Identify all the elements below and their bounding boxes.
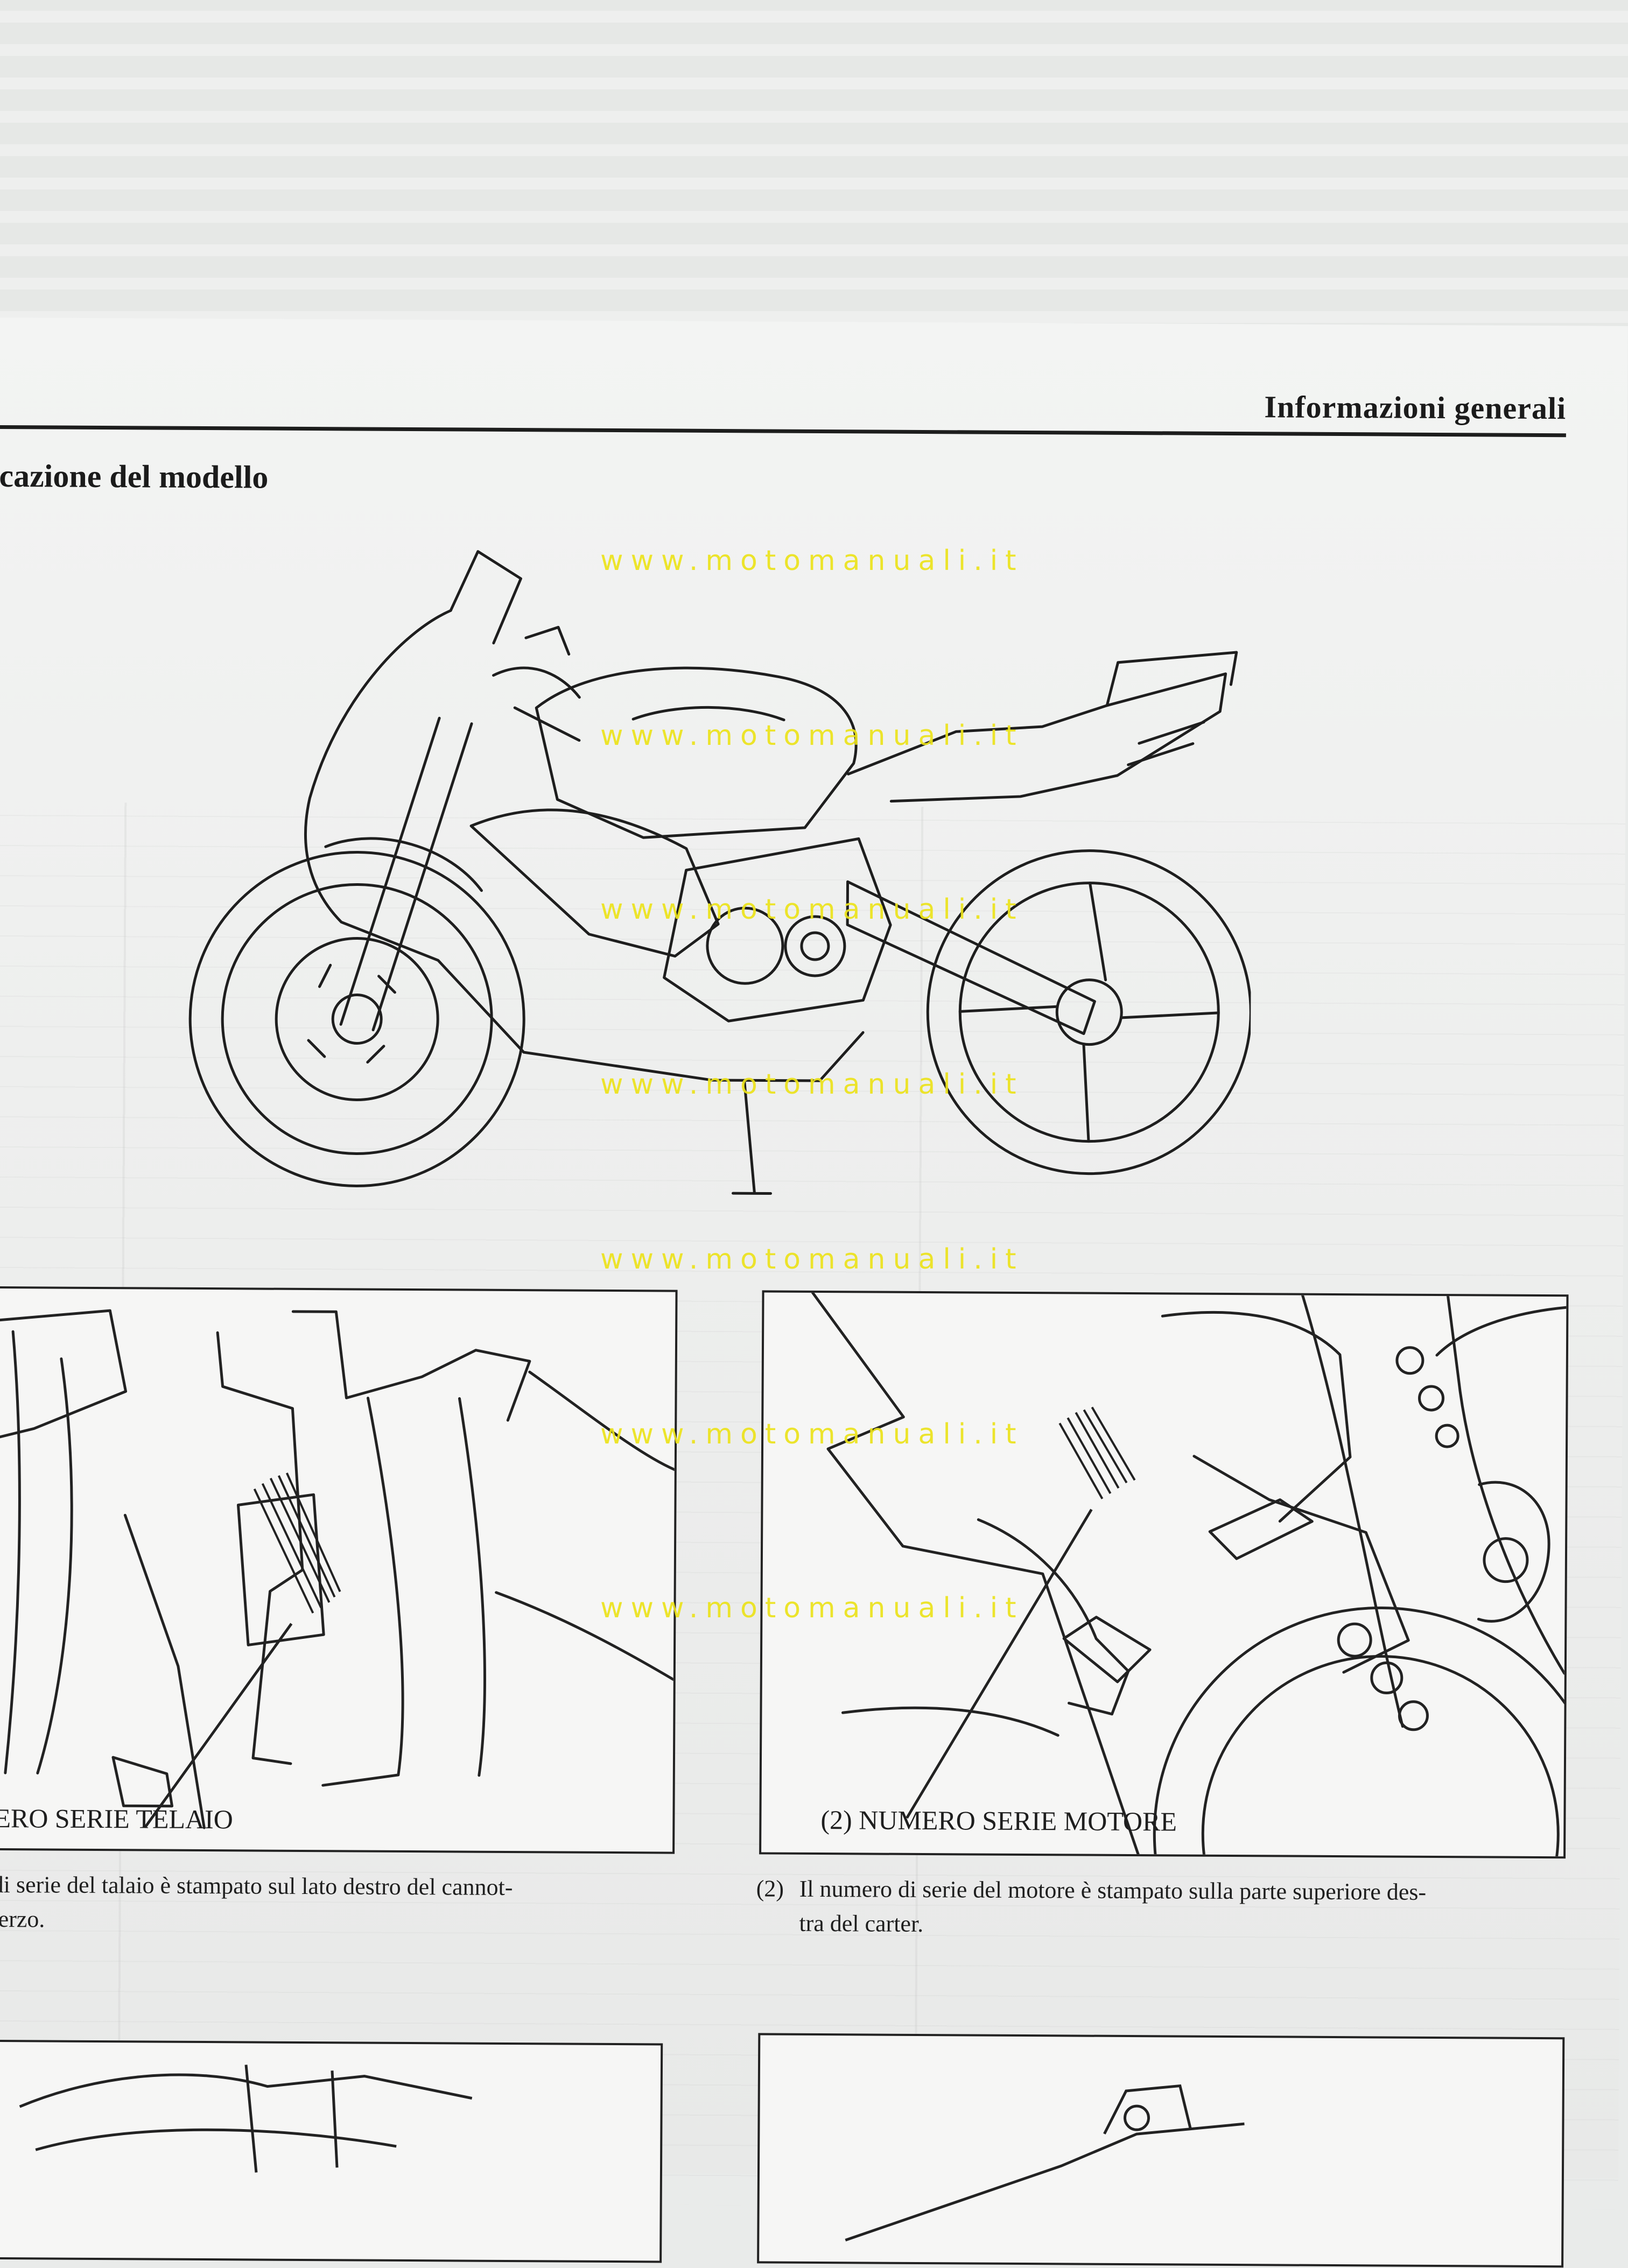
lower-right-figure — [757, 2033, 1565, 2268]
watermark-5: www.motomanuali.it — [600, 1243, 1024, 1276]
engine-serial-caption: (2) NUMERO SERIE MOTORE — [820, 1805, 1177, 1837]
section-title: cazione del modello — [0, 457, 269, 495]
frame-serial-note: di serie del talaio è stampato sul lato … — [0, 1868, 681, 1940]
frame-serial-figure: ERO SERIE TELAIO — [0, 1286, 678, 1854]
manual-page: Informazioni generali cazione del modell… — [0, 318, 1628, 2268]
lower-left-illustration — [19, 2065, 473, 2173]
watermark-4: www.motomanuali.it — [600, 1068, 1024, 1101]
engine-serial-note-line2: tra del carter. — [799, 1910, 924, 1938]
lower-right-illustration — [845, 2084, 1245, 2242]
frame-serial-caption: ERO SERIE TELAIO — [0, 1802, 234, 1835]
lower-left-figure — [0, 2039, 663, 2263]
frame-serial-note-line2: terzo. — [0, 1905, 45, 1933]
engine-serial-note-line1: (2) Il numero di serie del motore è stamp… — [756, 1871, 1564, 1910]
engine-serial-illustration — [811, 1292, 1567, 1857]
watermark-1: www.motomanuali.it — [600, 545, 1024, 577]
watermark-6: www.motomanuali.it — [600, 1418, 1024, 1450]
header-rule — [0, 425, 1566, 438]
watermark-3: www.motomanuali.it — [600, 893, 1024, 926]
background-surface — [0, 0, 1628, 344]
engine-serial-note: (2) Il numero di serie del motore è stamp… — [756, 1871, 1564, 1945]
page-header-title: Informazioni generali — [1264, 389, 1567, 426]
engine-serial-note-number: (2) — [756, 1875, 784, 1902]
engine-serial-note-text: Il numero di serie del motore è stampato… — [799, 1875, 1427, 1905]
frame-serial-note-line1: di serie del talaio è stampato sul lato … — [0, 1871, 513, 1901]
motorcycle-illustration — [188, 550, 1252, 1195]
watermark-7: www.motomanuali.it — [600, 1592, 1024, 1624]
watermark-2: www.motomanuali.it — [600, 720, 1024, 752]
engine-serial-figure: (2) NUMERO SERIE MOTORE — [759, 1290, 1569, 1859]
frame-serial-illustration — [0, 1309, 676, 1829]
